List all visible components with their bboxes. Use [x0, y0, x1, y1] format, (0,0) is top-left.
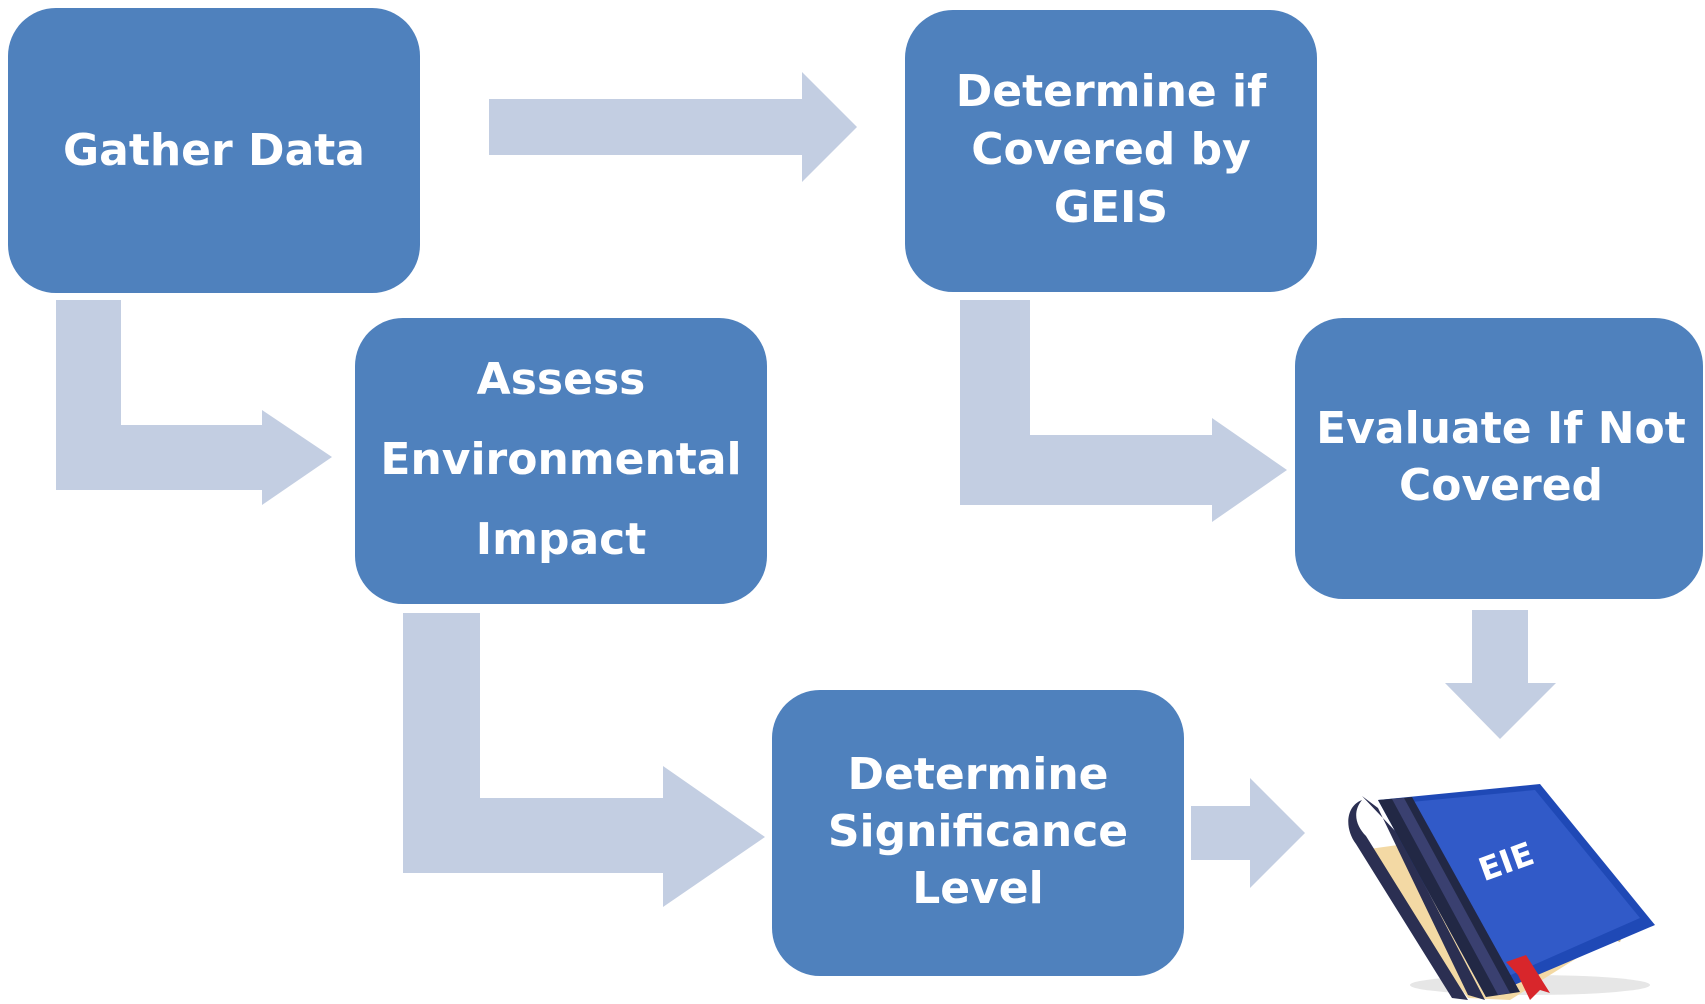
node-evaluate-not-covered: Evaluate If Not Covered: [1295, 318, 1703, 599]
arrow-assess-to-significance: [403, 613, 765, 907]
node-determine-significance-line1: Determine: [847, 749, 1108, 800]
arrow-significance-to-book: [1191, 778, 1305, 888]
arrow-gather-to-geis: [489, 72, 857, 182]
node-determine-geis-line3: GEIS: [1054, 182, 1168, 233]
node-determine-geis-line2: Covered by: [971, 124, 1251, 175]
node-assess-impact-line1: Assess: [477, 354, 646, 405]
node-assess-impact-line3: Impact: [476, 514, 647, 565]
node-determine-geis: Determine if Covered by GEIS: [905, 10, 1317, 292]
arrow-gather-to-assess: [56, 300, 332, 505]
node-determine-significance: Determine Significance Level: [772, 690, 1184, 976]
node-evaluate-not-covered-line1: Evaluate If Not: [1316, 403, 1686, 454]
node-gather-data: Gather Data: [8, 8, 420, 293]
node-determine-significance-line2: Significance: [828, 806, 1128, 857]
arrow-geis-to-evaluate: [960, 300, 1287, 522]
node-gather-data-label: Gather Data: [63, 125, 365, 176]
node-determine-significance-line3: Level: [912, 863, 1043, 914]
book-icon: EIE: [1348, 784, 1655, 1000]
node-evaluate-not-covered-line2: Covered: [1399, 460, 1603, 511]
arrow-evaluate-to-book: [1445, 610, 1556, 739]
node-assess-impact-line2: Environmental: [380, 434, 741, 485]
node-determine-geis-line1: Determine if: [956, 66, 1267, 117]
node-assess-impact: Assess Environmental Impact: [355, 318, 767, 604]
